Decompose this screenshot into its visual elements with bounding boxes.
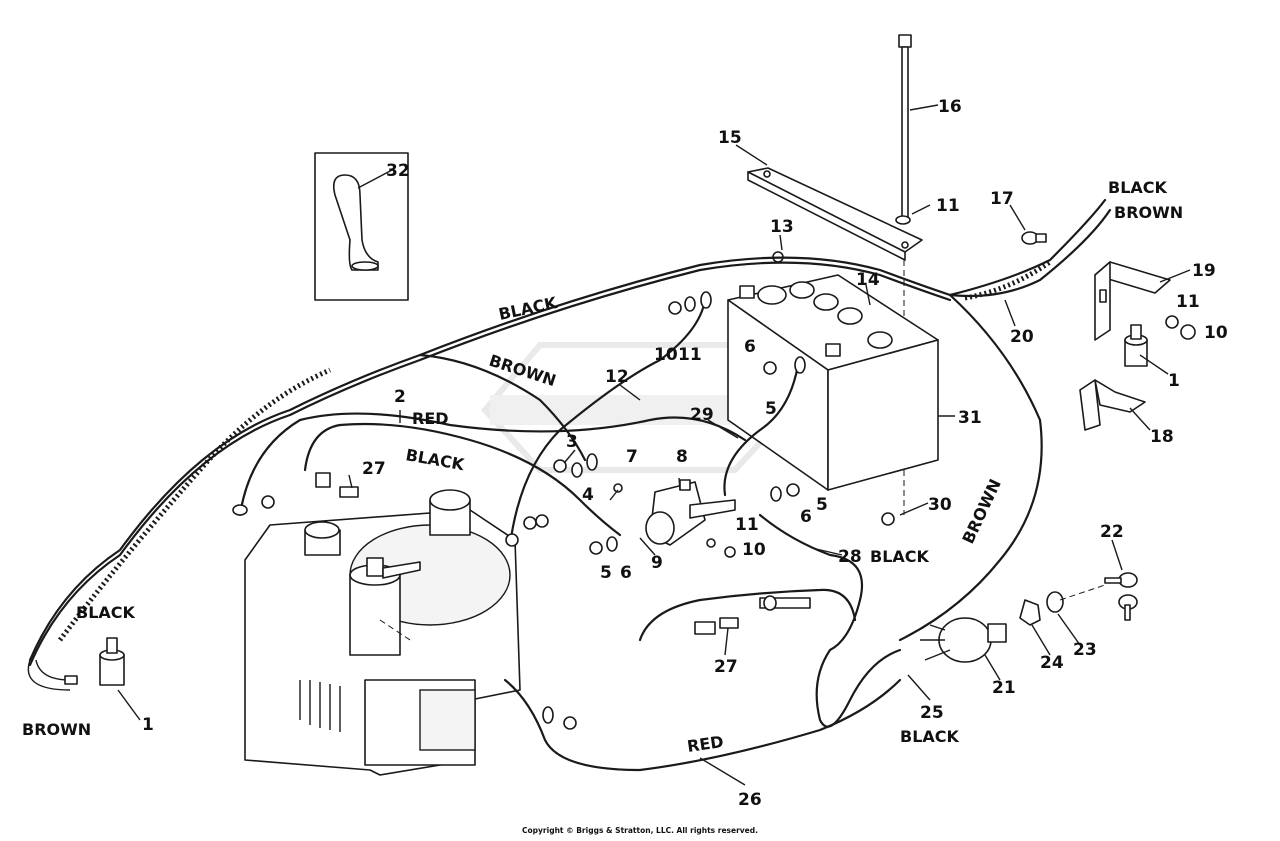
copyright-notice: Copyright © Briggs & Stratton, LLC. All … [522,826,758,835]
label-6-right: 6 [800,507,812,527]
battery-31 [727,251,939,526]
label-23: 23 [1073,640,1097,660]
hold-down-strap-15 [747,167,923,261]
wire-color-labels: BLACK BROWN RED BLACK BLACK BROWN BLACK … [22,178,1183,756]
label-21: 21 [992,678,1016,698]
label-5-lower: 5 [600,563,612,583]
wire-label-red-bottom: RED [686,732,725,756]
label-11-top: 11 [678,345,702,365]
label-6-battery: 6 [744,337,756,357]
label-5-right: 5 [816,495,828,515]
label-13: 13 [770,217,794,237]
label-6-lower: 6 [620,563,632,583]
label-31: 31 [958,408,982,428]
label-10-solenoid: 10 [742,540,766,560]
label-10-right: 10 [1204,323,1228,343]
wire-label-brown-mid: BROWN [487,351,559,390]
bracket-19 [1094,261,1171,341]
label-10-top: 10 [654,345,678,365]
label-30: 30 [928,495,952,515]
wire-label-black-left: BLACK [76,603,136,622]
connectors [232,291,806,724]
washer-23 [1046,591,1064,613]
bracket-18 [1079,379,1146,431]
engine [244,489,521,776]
label-24: 24 [1040,653,1064,673]
wire-label-red-mid: RED [412,409,449,428]
wire-label-brown-topright: BROWN [1114,203,1183,222]
label-32: 32 [386,161,410,181]
label-14: 14 [856,270,880,290]
wires [27,198,1112,772]
label-3: 3 [566,432,578,452]
wire-label-brown-right: BROWN [958,476,1004,547]
wire-label-black-25: BLACK [900,727,960,746]
wire-label-brown-left: BROWN [22,720,91,739]
label-19: 19 [1192,261,1216,281]
label-8: 8 [676,447,688,467]
label-9: 9 [651,553,663,573]
label-15: 15 [718,128,742,148]
leader-lines [117,104,1191,786]
label-27-lower: 27 [714,657,738,677]
label-29: 29 [690,405,714,425]
rod-16 [895,34,912,515]
label-27-upper: 27 [362,459,386,479]
wire-label-black-mid: BLACK [404,445,466,474]
label-20: 20 [1010,327,1034,347]
solenoid-8 [645,479,736,546]
label-26: 26 [738,790,762,810]
label-4: 4 [582,485,594,505]
label-1-left: 1 [142,715,154,735]
label-25: 25 [920,703,944,723]
key-22 [1059,572,1138,621]
label-12: 12 [605,367,629,387]
part-number-labels: 32 15 16 11 13 14 17 19 11 10 1 18 20 31… [142,97,1228,810]
label-11-rod: 11 [936,196,960,216]
label-16: 16 [938,97,962,117]
label-1-right: 1 [1168,371,1180,391]
label-28: 28 [838,547,862,567]
wire-label-black-topright: BLACK [1108,178,1168,197]
label-7: 7 [626,447,638,467]
inset-box-32 [314,152,409,301]
label-2: 2 [394,387,406,407]
interlock-switch-1-left [99,637,125,686]
wire-label-black-top: BLACK [497,293,559,324]
label-11-solenoid: 11 [735,515,759,535]
wire-label-black-28: BLACK [870,547,930,566]
label-17: 17 [990,189,1014,209]
label-22: 22 [1100,522,1124,542]
ignition-switch-21 [920,617,1007,663]
hardware [261,296,800,730]
label-5-battery: 5 [765,399,777,419]
lock-nut-24 [1019,599,1041,626]
nut-17 [1021,231,1047,245]
cooling-fins [299,680,341,732]
interlock-switch-1-right [1124,324,1148,367]
label-11-right: 11 [1176,292,1200,312]
label-18: 18 [1150,427,1174,447]
washer-nut-11-10-right [1165,315,1196,340]
